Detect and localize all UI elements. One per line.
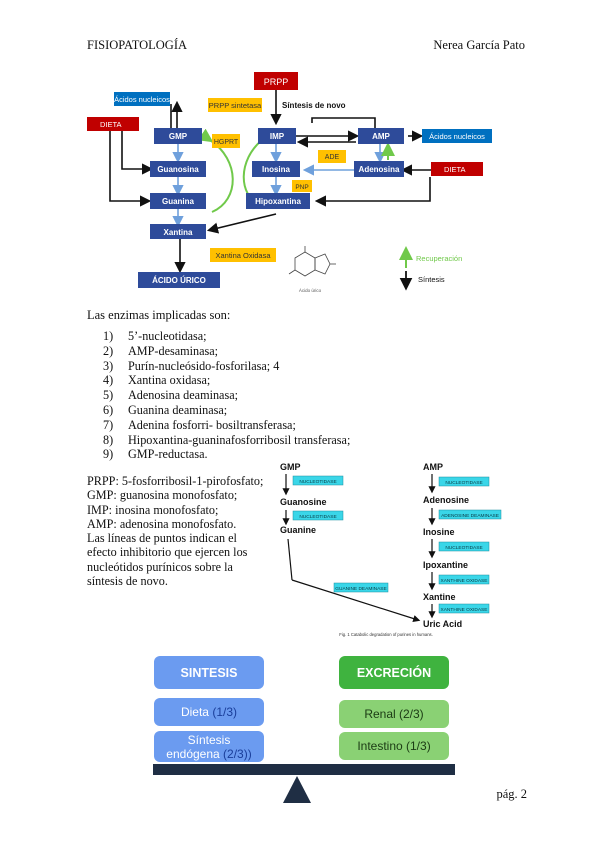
adenosina-box: Adenosina (359, 165, 400, 174)
dieta-left: DIETA (100, 120, 122, 129)
guanosina-box: Guanosina (157, 165, 199, 174)
renal-box: Renal (2/3) (339, 700, 449, 728)
enzymes-intro: Las enzimas implicadas son: (87, 308, 231, 322)
header-right: Nerea García Pato (433, 38, 525, 52)
d2-gmp: GMP (280, 462, 301, 472)
d2-ipoxantine: Ipoxantine (423, 560, 468, 570)
d2-inosine: Inosine (423, 527, 455, 537)
acido-urico-box: ÁCIDO ÚRICO (152, 276, 206, 285)
catabolic-degradation-diagram: GMP Guanosine Guanine AMP Adenosine Inos… (280, 462, 502, 637)
legend-recuperacion: Recuperación (416, 254, 462, 263)
enz-guanine-deaminase: GUANINE DEAMINASE (335, 586, 386, 592)
list-item: 6)Guanina deaminasa; (103, 402, 228, 417)
guanina-box: Guanina (162, 197, 195, 206)
sintesis-endogena-box: Síntesis endógena (2/3)) (154, 731, 264, 762)
enz-nucleotidase-4: NUCLEOTIDASE (445, 545, 482, 551)
d2-guanosine: Guanosine (280, 497, 327, 507)
figure-caption: Fig. 1 Catabolic degradation of purines … (339, 632, 433, 637)
legend-sintesis: Síntesis (418, 275, 445, 284)
prpp-sintetasa-label: PRPP sintetasa (209, 101, 262, 110)
list-item: 1)5’-nucleotidasa; (103, 329, 207, 343)
header-left: FISIOPATOLOGÍA (87, 38, 188, 52)
list-item: 9)GMP-reductasa. (103, 447, 208, 462)
enz-nucleotidase-3: NUCLEOTIDASE (445, 480, 482, 486)
page-number: pág. 2 (496, 787, 527, 801)
uric-acid-caption: Ácido úrico (299, 287, 322, 293)
list-item: 5)Adenosina deaminasa; (103, 388, 238, 403)
hgprt-label: HGPRT (214, 139, 239, 146)
xantina-oxidasa-label: Xantina Oxidasa (215, 251, 271, 260)
enz-adenosine-deaminase: ADENOSINE DEAMINASE (441, 513, 499, 519)
list-item: 3)Purín-nucleósido-fosforilasa; 4 (103, 358, 280, 373)
intestino-box: Intestino (1/3) (339, 732, 449, 760)
d2-guanine: Guanine (280, 525, 316, 535)
pnp-label: PNP (295, 184, 308, 191)
prpp-label: PRPP (264, 77, 289, 87)
excrecion-header: EXCRECIÓN (339, 656, 449, 689)
d2-amp: AMP (423, 462, 443, 472)
imp-box: IMP (270, 132, 285, 141)
inosina-box: Inosina (262, 165, 291, 174)
enz-xanthine-oxidase-2: XANTHINE OXIDASE (441, 607, 488, 613)
sintesis-header: SINTESIS (154, 656, 264, 689)
purine-metabolism-diagram: PRPP PRPP sintetasa Síntesis de novo Áci… (87, 72, 492, 293)
abbreviations-text: PRPP: 5-fosforribosil-1-pirofosfato; GMP… (87, 474, 264, 589)
dieta-right: DIETA (444, 165, 466, 174)
list-item: 4)Xantina oxidasa; (103, 373, 211, 388)
enzyme-list: 1)5’-nucleotidasa; 2)AMP-desaminasa; 3)P… (103, 329, 350, 462)
acidos-nucleicos-left: Ácidos nucleicos (114, 95, 170, 104)
sintesis-de-novo-label: Síntesis de novo (282, 101, 346, 110)
xantina-box: Xantina (164, 228, 193, 237)
enz-nucleotidase-1: NUCLEOTIDASE (299, 479, 336, 485)
list-item: 2)AMP-desaminasa; (103, 343, 219, 358)
balance-beam (153, 764, 455, 775)
uric-acid-structure-icon (288, 246, 336, 277)
ade-label: ADE (325, 154, 340, 161)
hipoxantina-box: Hipoxantina (255, 197, 301, 206)
d2-adenosine: Adenosine (423, 495, 469, 505)
gmp-box: GMP (169, 132, 188, 141)
d2-uric-acid: Uric Acid (423, 619, 462, 629)
d2-xantine: Xantine (423, 592, 456, 602)
enz-nucleotidase-2: NUCLEOTIDASE (299, 514, 336, 520)
dieta-box: Dieta (1/3) (154, 698, 264, 726)
acidos-nucleicos-right: Ácidos nucleicos (429, 132, 485, 141)
list-item: 7)Adenina fosforri- bosiltransferasa; (103, 417, 296, 432)
list-item: 8)Hipoxantina-guaninafosforribosil trans… (103, 432, 351, 447)
balance-fulcrum-icon (283, 776, 311, 803)
enz-xanthine-oxidase-1: XANTHINE OXIDASE (441, 578, 488, 584)
amp-box: AMP (372, 132, 390, 141)
